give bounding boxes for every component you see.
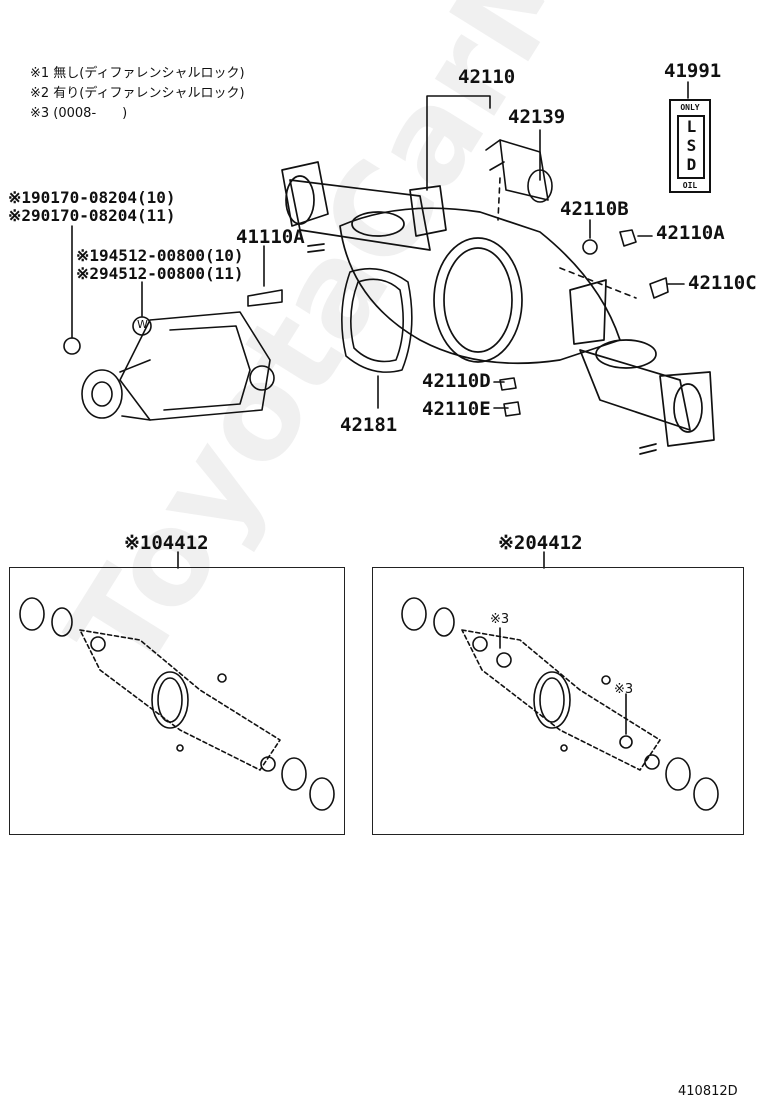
washer-marker [132,316,152,336]
axle-housing [281,161,715,455]
diagram-code: 410812D [678,1084,738,1099]
differential-carrier [81,311,275,421]
label-41991: 41991 [664,60,722,82]
leader-42110 [426,95,491,191]
kit2-contents [401,597,719,811]
label-42110d: 42110D [422,370,491,392]
label-90170-s1: ※190170-08204(10) [8,188,176,207]
label-kit1: ※104412 [124,532,209,554]
label-42139: 42139 [508,106,566,128]
label-42110: 42110 [458,66,516,88]
label-42181: 42181 [340,414,398,436]
label-42110b: 42110B [560,198,629,220]
dashed-guide [497,177,637,299]
kit2-box [372,567,744,835]
label-kit2: ※204412 [498,532,583,554]
kit1-contents [19,597,335,811]
label-94512-s1: ※194512-00800(10) [76,246,244,265]
label-42110e: 42110E [422,398,491,420]
note-2: ※2 有り(ディファレンシャルロック) [30,86,245,101]
lsd-plate-mid: LSD [677,115,705,179]
lsd-oil-plate: ONLY LSD OIL [669,99,711,193]
lsd-plate-bottom: OIL [682,181,698,190]
gasket-42181 [341,267,413,373]
note-1: ※1 無し(ディファレンシャルロック) [30,66,245,81]
part-42110a [619,229,637,247]
label-42110a: 42110A [656,222,725,244]
washer-marker-label: W [137,318,148,331]
lsd-plate-top: ONLY [680,103,700,112]
note-3: ※3 (0008- ) [30,106,128,121]
label-90170-s2: ※290170-08204(11) [8,206,176,225]
stud-41110a [247,289,283,307]
part-42110c [649,277,669,299]
part-42110b [582,239,598,255]
part-42110d [499,377,517,391]
lsd-plate-text: LSD [682,117,701,174]
label-41110a: 41110A [236,226,305,248]
bolt-90170 [63,337,81,355]
breather-42139 [485,139,553,203]
kit1-box [9,567,345,835]
label-94512-s2: ※294512-00800(11) [76,264,244,283]
kit2-note-a: ※3 [490,612,510,627]
kit2-note-b: ※3 [614,682,634,697]
part-42110e [503,401,521,417]
label-42110c: 42110C [688,272,757,294]
